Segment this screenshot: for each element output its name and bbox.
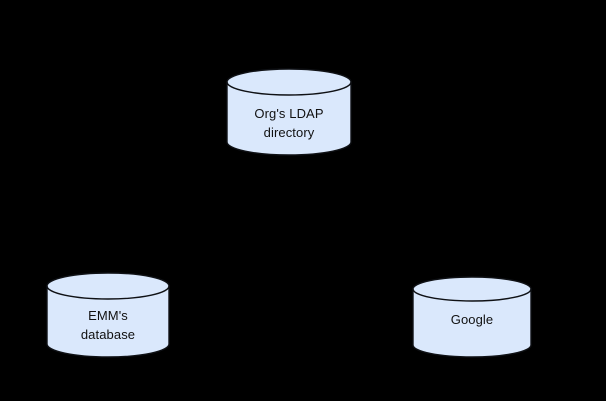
node-orgs-ldap-directory[interactable]: Org's LDAP directory (226, 68, 352, 156)
database-cylinder-icon (412, 276, 532, 358)
database-cylinder-icon (226, 68, 352, 156)
node-google[interactable]: Google (412, 276, 532, 358)
node-emms-database[interactable]: EMM's database (46, 272, 170, 358)
database-cylinder-icon (46, 272, 170, 358)
